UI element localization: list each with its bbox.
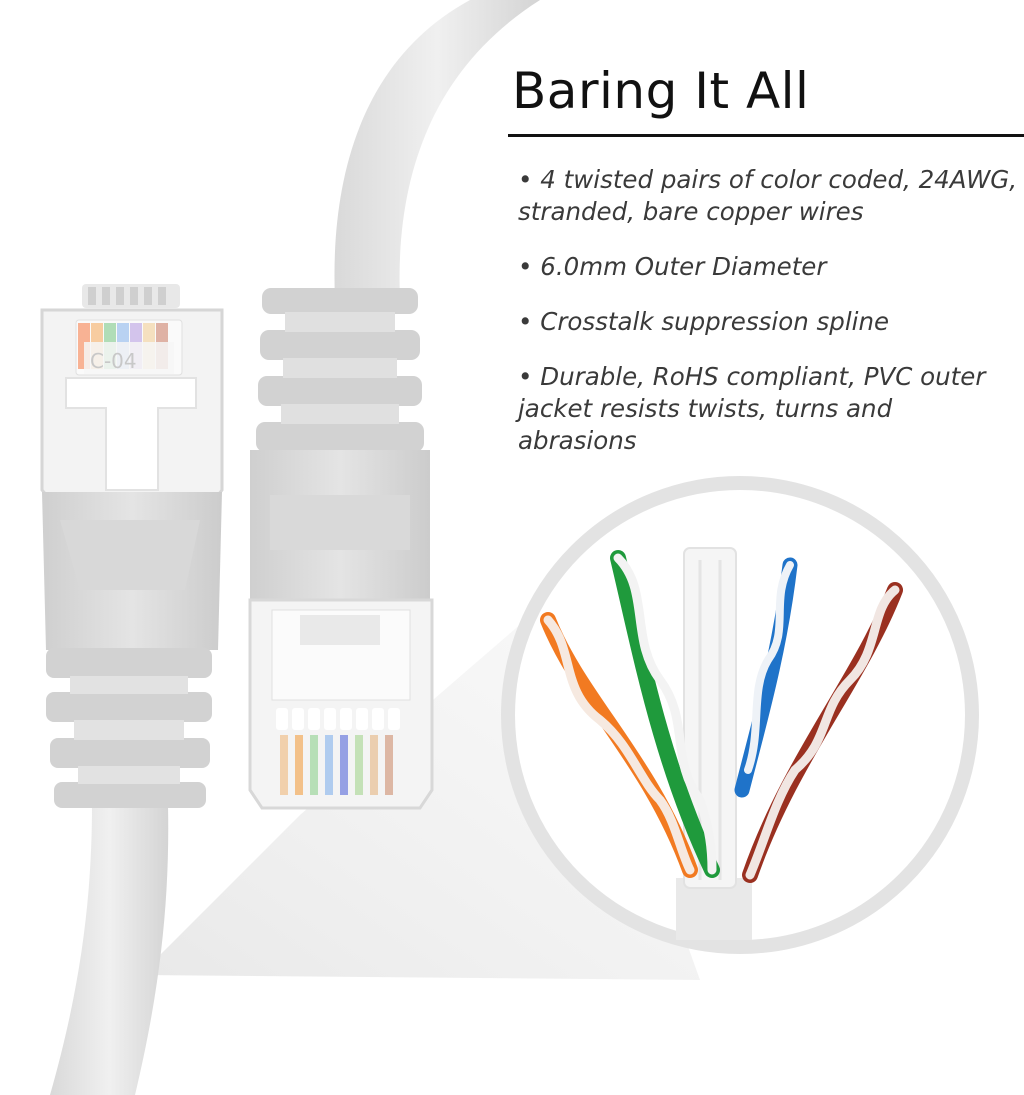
cable-lower — [50, 805, 169, 1095]
feature-item: • 4 twisted pairs of color coded, 24AWG,… — [518, 165, 1018, 226]
feature-item: • Crosstalk suppression spline — [518, 307, 890, 336]
left-connector: C-04 — [40, 284, 224, 808]
right-connector — [248, 288, 434, 810]
feature-item: • Durable, RoHS compliant, PVC outer jac… — [518, 362, 986, 455]
connector-label: C-04 — [90, 349, 137, 373]
feature-list: • 4 twisted pairs of color coded, 24AWG,… — [518, 164, 1018, 480]
title-divider — [508, 134, 1024, 137]
cable-cross-section-zoom — [501, 476, 979, 954]
cable-upper — [334, 0, 540, 300]
green-pair — [610, 550, 720, 878]
page-title: Baring It All — [512, 62, 810, 120]
feature-item: • 6.0mm Outer Diameter — [518, 252, 827, 281]
